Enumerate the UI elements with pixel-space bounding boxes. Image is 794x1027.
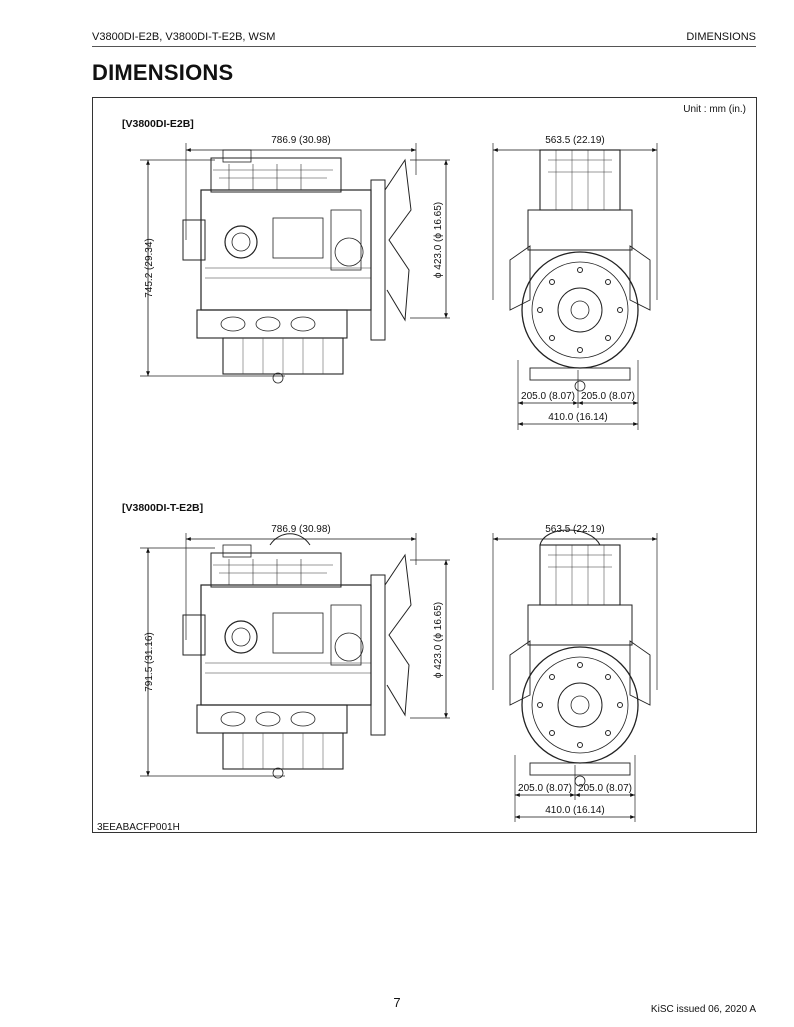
model-label-e2b: [V3800DI-E2B] [122, 118, 194, 130]
page-title: DIMENSIONS [92, 60, 234, 85]
issue-note: KiSC issued 06, 2020 A [650, 1004, 756, 1015]
mount-right-dim-t-e2b: 205.0 (8.07) [578, 783, 632, 794]
front-view-t-e2b: 563.5 (22.19) 205.0 (8.07) 205.0 (8.07) … [492, 524, 658, 822]
side-view-e2b: 786.9 (30.98) 745.2 (29.34) ϕ 423.0 (ϕ 1… [140, 135, 450, 384]
side-height-dim-t-e2b: 791.5 (31.16) [144, 632, 155, 692]
mount-total-dim-e2b: 410.0 (16.14) [548, 412, 608, 423]
page-number: 7 [393, 995, 401, 1010]
side-view-t-e2b: 786.9 (30.98) 791.5 (31.16) ϕ 423.0 (ϕ 1… [140, 524, 450, 779]
mount-right-dim-e2b: 205.0 (8.07) [581, 391, 635, 402]
mount-left-dim-t-e2b: 205.0 (8.07) [518, 783, 572, 794]
side-height-dim-e2b: 745.2 (29.34) [144, 238, 155, 298]
front-width-dim-e2b: 563.5 (22.19) [545, 135, 605, 146]
front-width-dim-t-e2b: 563.5 (22.19) [545, 524, 605, 535]
mount-left-dim-e2b: 205.0 (8.07) [521, 391, 575, 402]
dimensions-figure-frame: Unit : mm (in.) [V3800DI-E2B] [V3800DI-T… [92, 97, 757, 833]
mount-total-dim-t-e2b: 410.0 (16.14) [545, 805, 605, 816]
header-rule [92, 46, 756, 47]
figure-code: 3EEABACFP001H [97, 822, 180, 833]
front-view-e2b: 563.5 (22.19) 205.0 (8.07) 205.0 (8.07) … [492, 135, 658, 430]
fan-diameter-dim-e2b: ϕ 423.0 (ϕ 16.65) [433, 202, 444, 278]
fan-diameter-dim-t-e2b: ϕ 423.0 (ϕ 16.65) [433, 602, 444, 678]
unit-label: Unit : mm (in.) [683, 104, 746, 115]
side-length-dim-e2b: 786.9 (30.98) [271, 135, 331, 146]
header-section-title: DIMENSIONS [686, 31, 756, 43]
header-document-title: V3800DI-E2B, V3800DI-T-E2B, WSM [92, 31, 276, 43]
model-label-t-e2b: [V3800DI-T-E2B] [122, 502, 204, 514]
side-length-dim-t-e2b: 786.9 (30.98) [271, 524, 331, 535]
